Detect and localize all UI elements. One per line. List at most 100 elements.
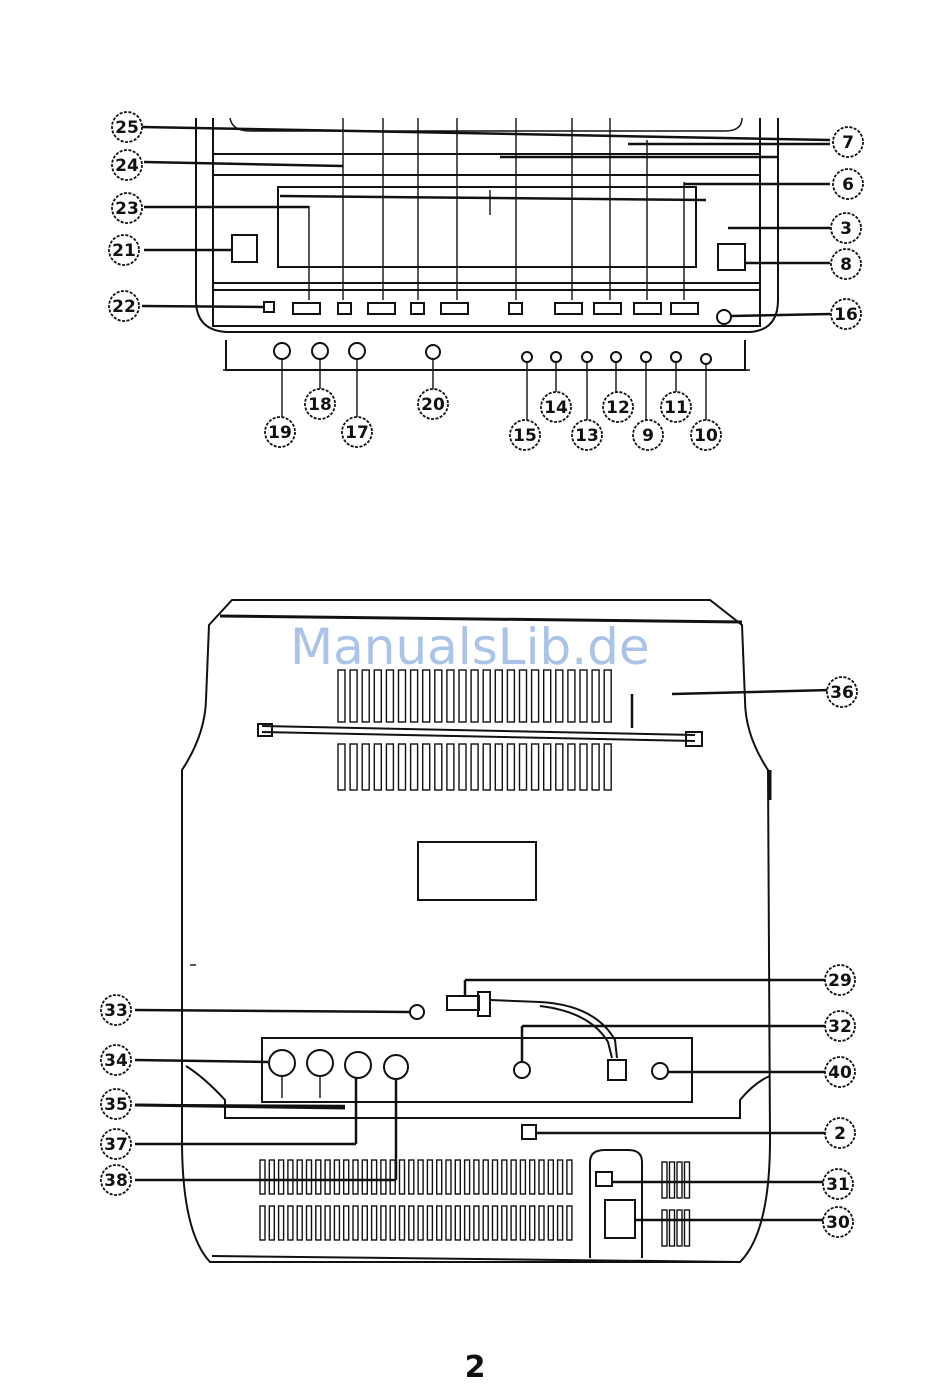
callout-number: 17 — [345, 423, 369, 443]
vent-slot — [455, 1206, 460, 1240]
vent-slot — [316, 1160, 321, 1194]
vent-slot — [411, 744, 418, 790]
vent-slot — [316, 1206, 321, 1240]
vent-slot — [507, 744, 514, 790]
vent-slot — [459, 670, 466, 722]
front-callout-13: 13 — [572, 420, 602, 450]
callout-number: 18 — [308, 395, 332, 415]
vent-slot — [459, 744, 466, 790]
vent-slot — [556, 744, 563, 790]
vent-slot — [362, 744, 369, 790]
vent-slot — [685, 1162, 690, 1198]
vent-slot — [344, 1160, 349, 1194]
vent-slot — [350, 744, 357, 790]
vent-slot — [269, 1160, 274, 1194]
vent-slot — [362, 670, 369, 722]
callout-number: 34 — [104, 1051, 128, 1071]
rear-view — [135, 600, 830, 1262]
vent-slot — [511, 1160, 516, 1194]
callout-number: 37 — [104, 1135, 128, 1155]
vent-slot — [362, 1206, 367, 1240]
vent-slot — [474, 1160, 479, 1194]
vent-slot — [399, 670, 406, 722]
lower-vent-grille — [260, 1160, 690, 1246]
vent-slot — [568, 670, 575, 722]
vent-slot — [381, 1206, 386, 1240]
screw-33 — [410, 1005, 424, 1019]
vent-slot — [465, 1206, 470, 1240]
callout-number: 6 — [842, 175, 854, 195]
vent-slot — [539, 1160, 544, 1194]
front-callout-15: 15 — [510, 420, 540, 450]
vent-slot — [353, 1160, 358, 1194]
rear-callout-33: 33 — [101, 995, 131, 1025]
front-callout-7: 7 — [833, 127, 863, 157]
callout-number: 20 — [421, 395, 445, 415]
rating-label-plate — [418, 842, 536, 900]
front-callout-25: 25 — [112, 112, 142, 142]
vent-slot — [427, 1206, 432, 1240]
front-callout-22: 22 — [109, 291, 139, 321]
rear-callout-31: 31 — [823, 1169, 853, 1199]
vent-slot — [372, 1160, 377, 1194]
switch-2 — [522, 1125, 536, 1139]
vent-slot — [279, 1160, 284, 1194]
rear-callout-32: 32 — [825, 1011, 855, 1041]
vent-slot — [677, 1162, 682, 1198]
rear-callout-2: 2 — [825, 1118, 855, 1148]
vent-slot — [604, 744, 611, 790]
telescopic-antenna — [258, 724, 702, 746]
rear-callout-35: 35 — [101, 1089, 131, 1119]
vent-slot — [520, 1160, 525, 1194]
vent-slot — [409, 1206, 414, 1240]
vent-slot — [662, 1210, 667, 1246]
cord-storage-30 — [605, 1200, 635, 1238]
callout-number: 33 — [104, 1001, 128, 1021]
front-callout-3: 3 — [831, 213, 861, 243]
front-callout-14: 14 — [541, 392, 571, 422]
vent-slot — [548, 1160, 553, 1194]
vent-slot — [532, 744, 539, 790]
vent-slot — [288, 1206, 293, 1240]
vent-slot — [670, 1162, 675, 1198]
vent-slot — [338, 670, 345, 722]
vent-slot — [520, 670, 527, 722]
callout-number: 40 — [828, 1063, 852, 1083]
callout-number: 11 — [664, 398, 688, 418]
vent-slot — [502, 1206, 507, 1240]
callout-number: 15 — [513, 426, 537, 446]
vent-slot — [495, 744, 502, 790]
vent-slot — [471, 670, 478, 722]
callout-number: 21 — [112, 241, 136, 261]
vent-slot — [279, 1206, 284, 1240]
rear-callout-34: 34 — [101, 1045, 131, 1075]
vent-slot — [418, 1160, 423, 1194]
vent-slot — [580, 670, 587, 722]
callout-number: 35 — [104, 1095, 128, 1115]
vent-slot — [548, 1206, 553, 1240]
vent-slot — [423, 670, 430, 722]
front-callout-19: 19 — [265, 417, 295, 447]
vent-slot — [297, 1160, 302, 1194]
vent-slot — [307, 1160, 312, 1194]
callout-number: 30 — [826, 1213, 850, 1233]
vent-slot — [400, 1160, 405, 1194]
vent-slot — [670, 1210, 675, 1246]
vent-slot — [260, 1206, 265, 1240]
front-callout-12: 12 — [603, 392, 633, 422]
front-callout-16: 16 — [831, 299, 861, 329]
vent-slot — [662, 1162, 667, 1198]
vent-slot — [556, 670, 563, 722]
vent-slot — [372, 1206, 377, 1240]
callout-number: 31 — [826, 1175, 850, 1195]
vent-slot — [435, 744, 442, 790]
vent-slot — [592, 744, 599, 790]
front-callout-17: 17 — [342, 417, 372, 447]
vent-slot — [520, 1206, 525, 1240]
vent-slot — [334, 1160, 339, 1194]
vent-slot — [483, 1160, 488, 1194]
vent-slot — [334, 1206, 339, 1240]
vent-slot — [386, 744, 393, 790]
vent-slot — [544, 744, 551, 790]
